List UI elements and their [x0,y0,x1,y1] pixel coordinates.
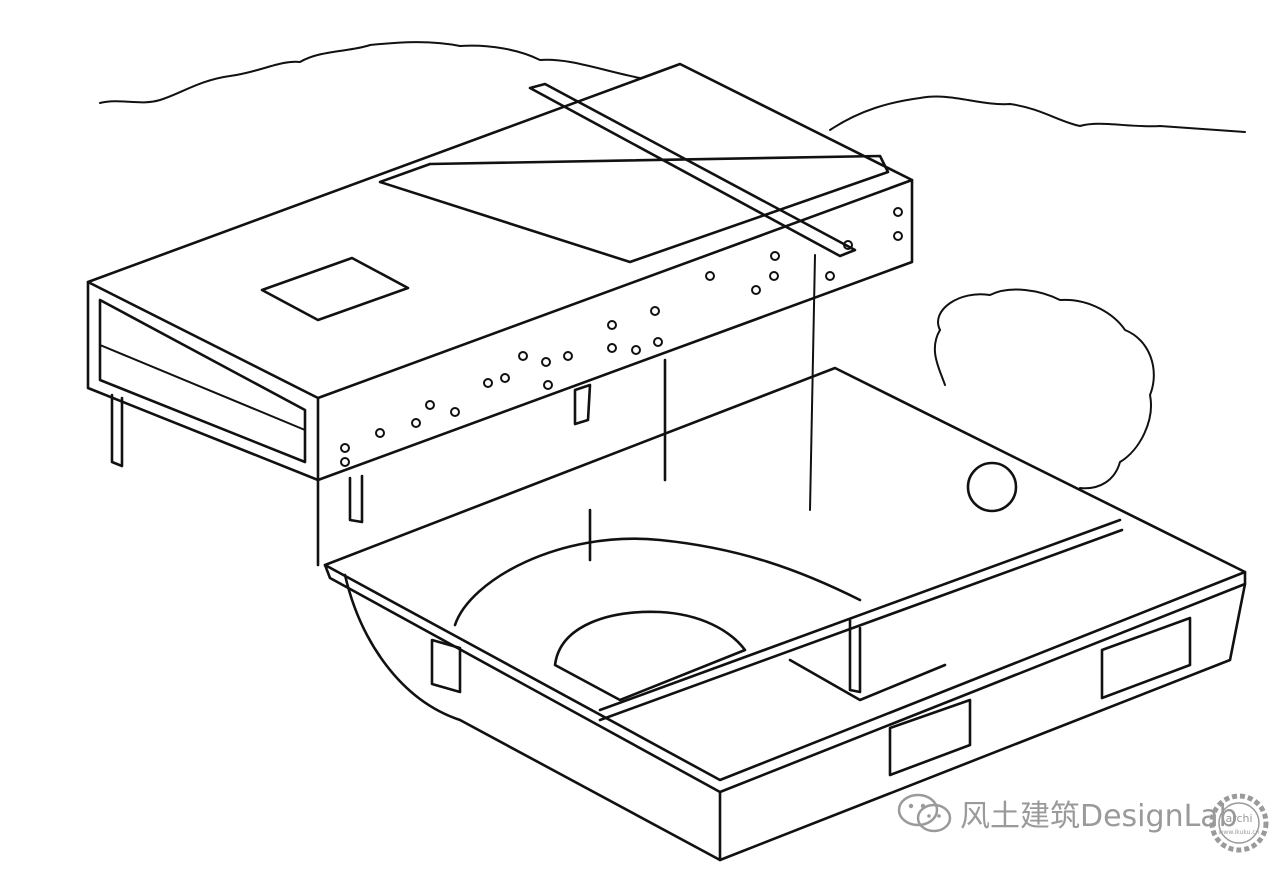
badge-logo-text: archi [1225,812,1252,825]
roof-beam [528,82,857,258]
cloud-outline-left [99,41,641,104]
window-left [430,638,462,694]
round-opening [966,461,1018,513]
tree-canopy [933,288,1155,490]
roof-opening [260,256,410,322]
window-right [1100,616,1192,700]
cloud-outline-right [829,95,1246,133]
window-front [888,698,972,777]
pilotis [110,358,667,567]
gear-badge-icon: archi www.ikuku.cn [1209,793,1269,853]
inner-curve [553,610,747,702]
roof-slot [378,154,890,264]
wechat-icon [897,793,952,833]
watermark-text: 风土建筑DesignLab [960,799,1238,834]
curved-court [453,537,862,627]
ground-volume [323,366,1247,862]
badge-url-text: www.ikuku.cn [1219,829,1260,836]
hanging-line [809,254,816,511]
watermark: 风土建筑DesignLab [896,790,1238,836]
upper-volume [86,62,914,511]
perforations [340,207,903,467]
